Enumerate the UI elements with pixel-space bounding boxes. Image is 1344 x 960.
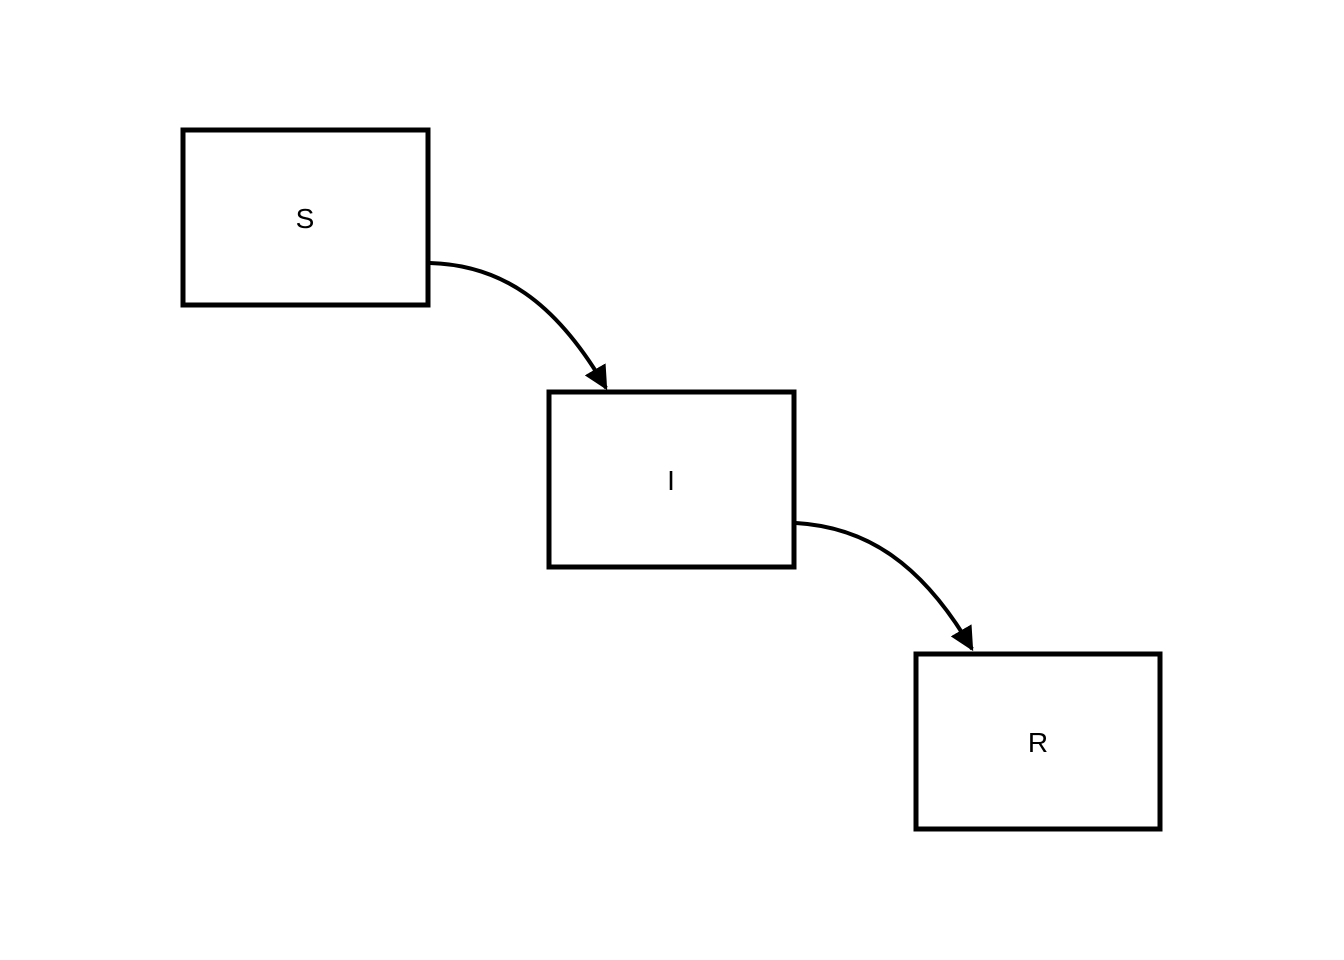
edge-s-to-i: [429, 261, 608, 391]
node-r-box: [913, 651, 1163, 832]
node-s-box: [180, 127, 431, 308]
node-s-label: S: [296, 203, 315, 234]
node-r: R: [913, 651, 1163, 832]
node-i: I: [546, 389, 797, 570]
node-i-box: [546, 389, 797, 570]
node-s: S: [180, 127, 431, 308]
node-r-label: R: [1028, 727, 1048, 758]
edge-i-to-r: [795, 521, 974, 652]
node-i-label: I: [667, 465, 675, 496]
